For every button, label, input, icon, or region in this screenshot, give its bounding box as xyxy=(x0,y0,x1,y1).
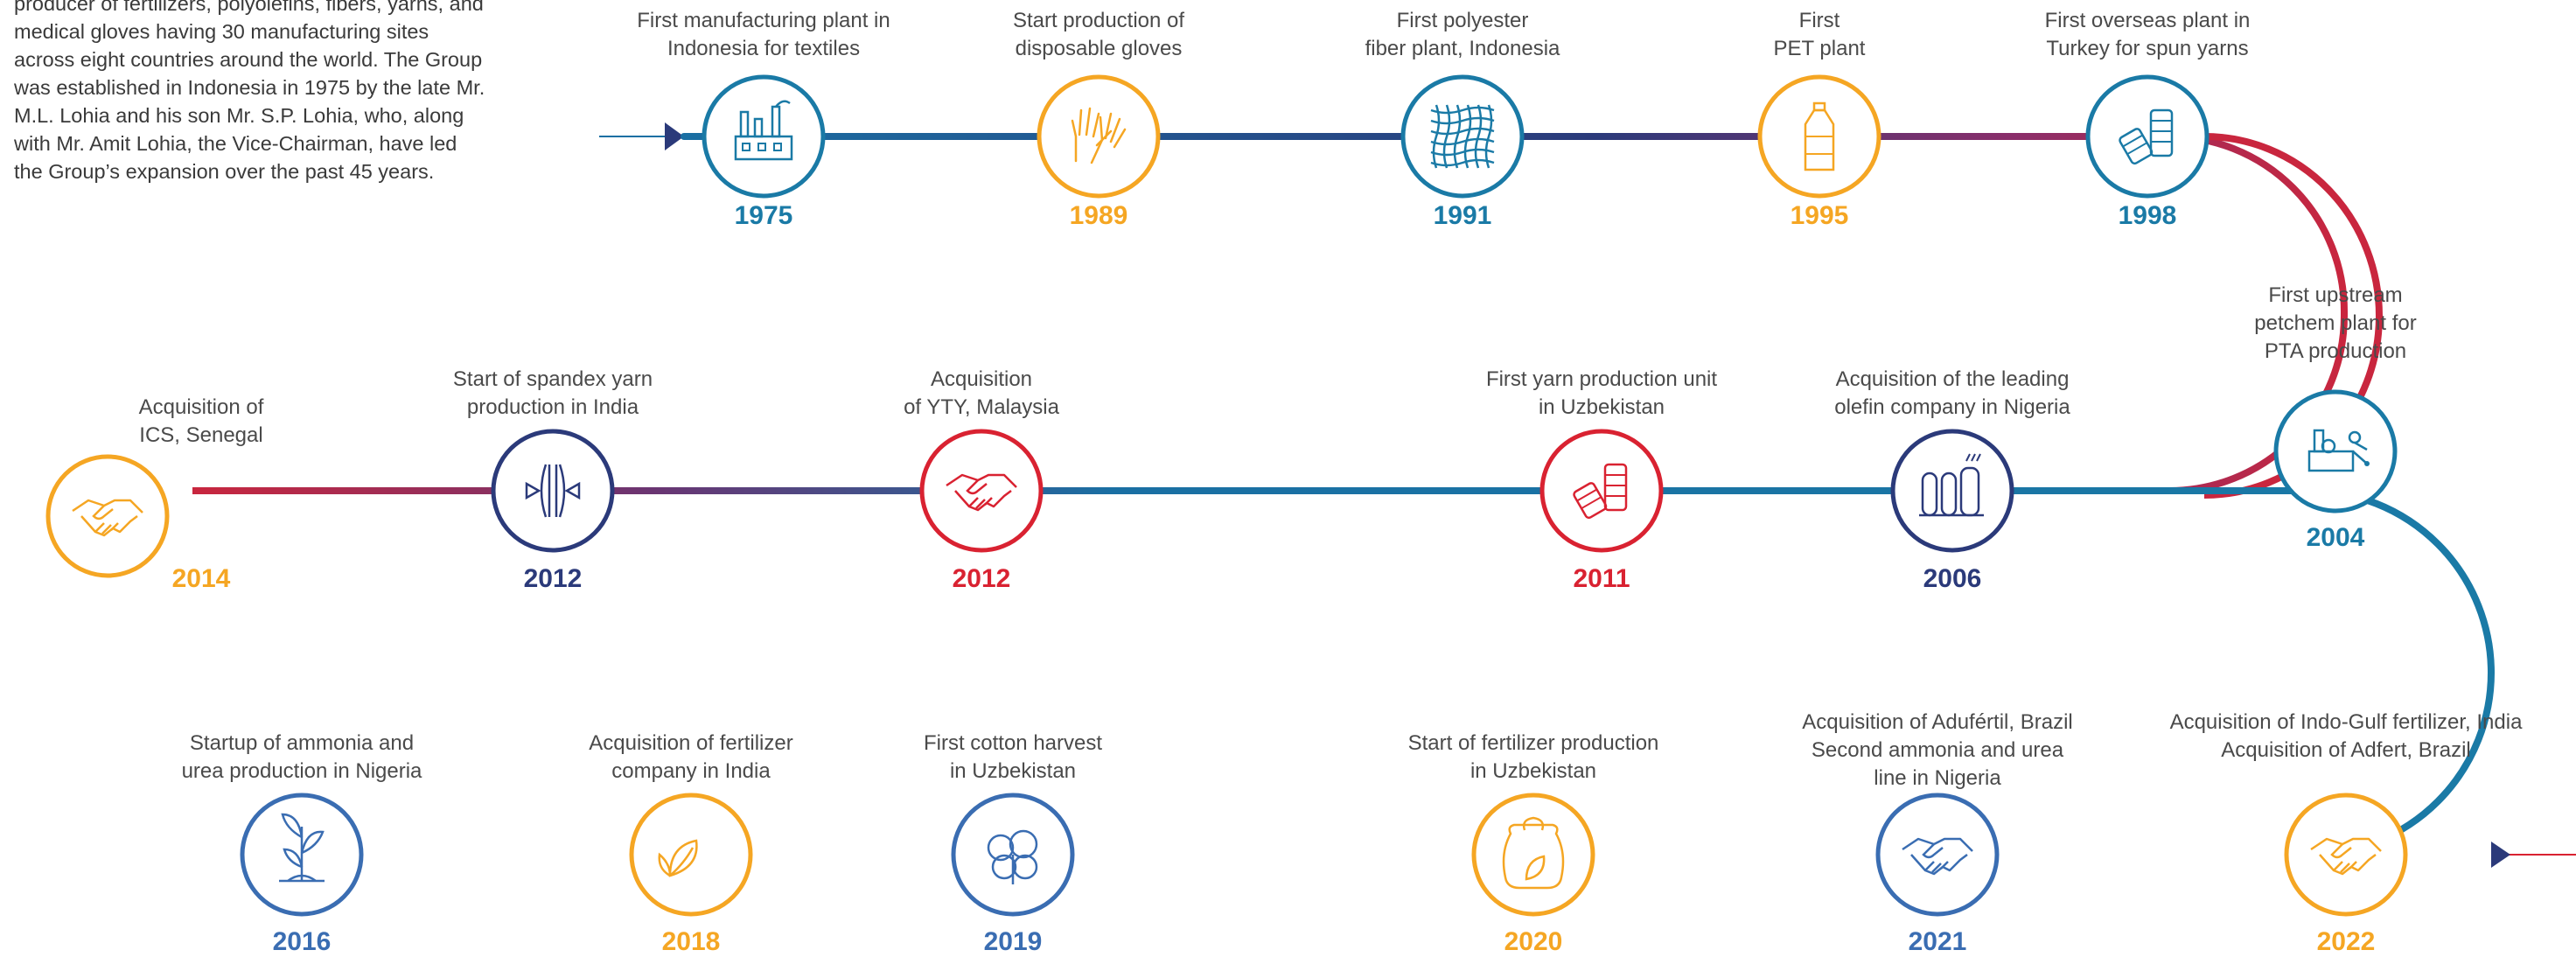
milestone-node-1998 xyxy=(2085,74,2209,199)
milestone-caption: First yarn production unit in Uzbekistan xyxy=(1485,367,1718,419)
milestone-node-2004 xyxy=(2273,389,2398,513)
storage-tanks-icon xyxy=(1919,453,1984,517)
milestone-caption: Startup of ammonia and urea production i… xyxy=(181,731,422,783)
milestone-caption: Acquisition of YTY, Malaysia xyxy=(904,367,1059,419)
milestone-year: 2016 xyxy=(272,927,332,956)
petchem-plant-icon xyxy=(2307,429,2370,472)
handshake-icon xyxy=(1902,837,1973,876)
milestone-year: 2014 xyxy=(171,564,231,593)
milestone-node-2018 xyxy=(629,793,753,917)
start-arrow-icon xyxy=(665,122,684,150)
milestone-year: 2012 xyxy=(523,564,583,593)
cotton-icon xyxy=(987,829,1038,884)
milestone-node-2016 xyxy=(240,793,364,917)
milestone-year: 2020 xyxy=(1504,927,1563,956)
milestone-caption: Acquisition of Indo-Gulf fertilizer, Ind… xyxy=(2169,710,2523,762)
milestone-year: 2018 xyxy=(661,927,721,956)
milestone-node-2006 xyxy=(1890,429,2014,553)
milestone-year: 2006 xyxy=(1923,564,1982,593)
milestone-node-2012 xyxy=(491,429,615,553)
milestone-node-1995 xyxy=(1757,74,1881,199)
milestone-caption: First manufacturing plant in Indonesia f… xyxy=(637,9,890,60)
milestone-node-2012 xyxy=(919,429,1044,553)
fertilizer-sack-icon xyxy=(1502,816,1565,890)
milestone-year: 1989 xyxy=(1069,201,1128,230)
milestone-caption: Acquisition of the leading olefin compan… xyxy=(1834,367,2070,419)
milestone-year: 2004 xyxy=(2306,523,2365,552)
milestone-node-2022 xyxy=(2284,793,2408,917)
fiber-mesh-icon xyxy=(1430,104,1495,169)
milestone-node-2014 xyxy=(45,454,170,578)
handshake-icon xyxy=(2310,837,2382,876)
factory-icon xyxy=(734,100,793,161)
milestone-year: 2012 xyxy=(952,564,1011,593)
milestone-caption: Start of fertilizer production in Uzbeki… xyxy=(1407,731,1659,783)
milestone-caption: Start production of disposable gloves xyxy=(1012,9,1185,60)
intro-text: producer of fertilizers, polyolefins, fi… xyxy=(14,0,485,183)
milestone-node-2011 xyxy=(1539,429,1664,553)
milestone-caption: First overseas plant in Turkey for spun … xyxy=(2044,9,2251,60)
milestone-year: 2022 xyxy=(2316,927,2376,956)
milestone-node-2019 xyxy=(951,793,1075,917)
pet-bottle-icon xyxy=(1804,101,1835,171)
milestone-year: 2019 xyxy=(983,927,1043,956)
milestone-node-2021 xyxy=(1875,793,2000,917)
gloves-icon xyxy=(1071,107,1127,164)
spandex-stretch-icon xyxy=(525,464,581,518)
yarn-spools-icon xyxy=(2119,108,2174,165)
sprout-icon xyxy=(279,813,325,883)
milestone-year: 2011 xyxy=(1573,564,1630,593)
milestone-node-1975 xyxy=(702,74,826,199)
milestone-caption: First cotton harvest in Uzbekistan xyxy=(923,731,1103,783)
milestone-caption: First PET plant xyxy=(1773,9,1866,60)
milestone-caption: First upstream petchem plant for PTA pro… xyxy=(2254,283,2417,363)
milestone-year: 2021 xyxy=(1908,927,1967,956)
milestone-caption: Acquisition of fertilizer company in Ind… xyxy=(589,731,793,783)
milestone-year: 1975 xyxy=(734,201,793,230)
milestone-caption: First polyester fiber plant, Indonesia xyxy=(1365,9,1560,60)
milestone-caption: Acquisition of ICS, Senegal xyxy=(138,395,264,447)
milestone-year: 1995 xyxy=(1790,201,1849,230)
milestone-node-2020 xyxy=(1471,793,1595,917)
yarn-spools-icon xyxy=(1573,463,1628,520)
milestone-node-1989 xyxy=(1037,74,1161,199)
handshake-icon xyxy=(946,473,1017,512)
milestone-node-1991 xyxy=(1400,74,1525,199)
leaf-icon xyxy=(658,839,698,877)
milestone-year: 1998 xyxy=(2118,201,2177,230)
milestone-caption: Acquisition of Adufértil, Brazil Second … xyxy=(1802,710,2073,790)
milestone-caption: Start of spandex yarn production in Indi… xyxy=(452,367,653,419)
end-arrow-icon xyxy=(2491,842,2510,868)
milestone-year: 1991 xyxy=(1433,201,1492,230)
handshake-icon xyxy=(72,499,143,537)
